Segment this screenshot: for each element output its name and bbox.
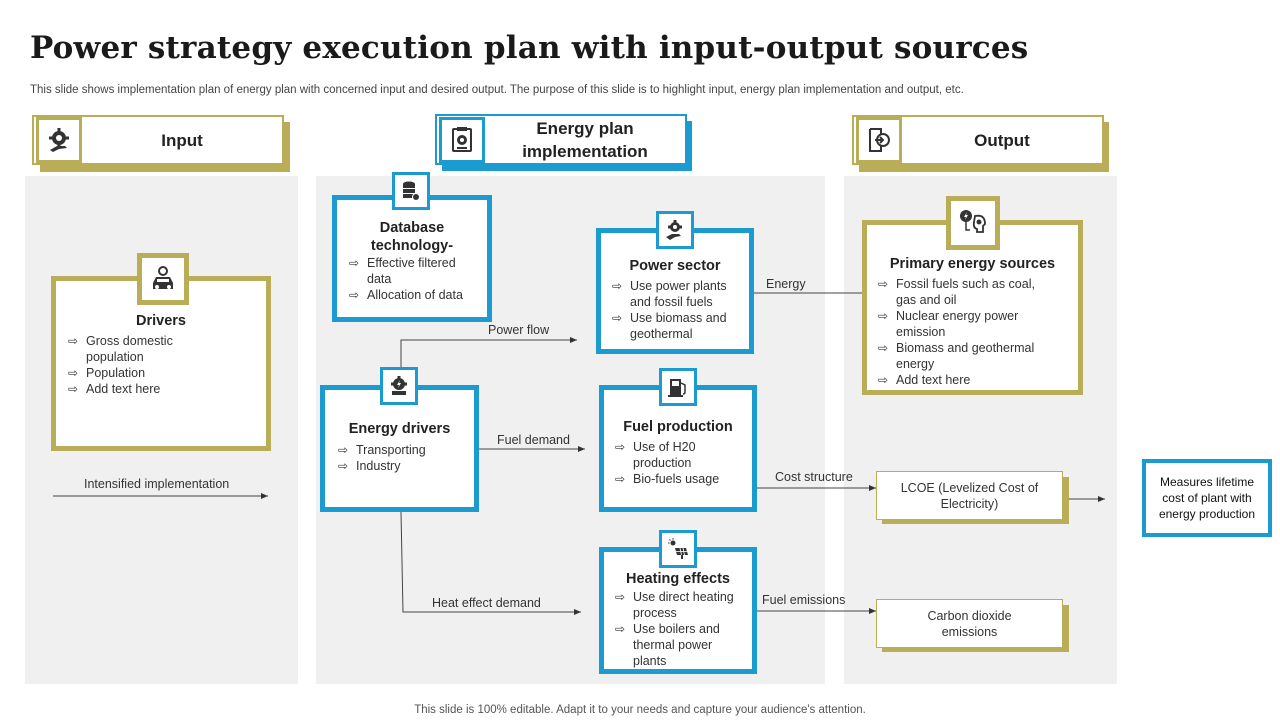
- fuel-pump-icon: [659, 368, 697, 406]
- input-header: Input: [32, 115, 284, 165]
- list-item: Use power plants and fossil fuels: [612, 278, 742, 310]
- fuel-demand-label: Fuel demand: [497, 433, 570, 447]
- list-item: Nuclear energy power emission: [878, 308, 1053, 340]
- energy-drivers-title: Energy drivers: [348, 421, 451, 437]
- document-gear-icon: [439, 116, 485, 163]
- fuel-production-box: Fuel production Use of H20 production Bi…: [599, 385, 757, 512]
- energy-head-icon: [946, 196, 1000, 250]
- list-item: Population: [68, 365, 228, 381]
- drivers-title: Drivers: [136, 313, 186, 329]
- list-item: Gross domestic population: [68, 333, 228, 365]
- implementation-header-label: Energy plan implementation: [522, 118, 648, 161]
- database-icon: [392, 172, 430, 210]
- list-item: Fossil fuels such as coal, gas and oil: [878, 276, 1053, 308]
- energy-label: Energy: [766, 277, 806, 291]
- list-item: Use direct heating process: [615, 589, 735, 621]
- gear-hand-icon: [36, 117, 82, 163]
- lcoe-box: LCOE (Levelized Cost of Electricity): [876, 471, 1063, 520]
- list-item: Industry: [338, 458, 468, 474]
- cost-structure-label: Cost structure: [775, 470, 853, 484]
- database-title: Database technology-: [370, 220, 454, 254]
- list-item: Use of H20 production: [615, 439, 735, 471]
- list-item: Use biomass and geothermal: [612, 310, 742, 342]
- page-title: Power strategy execution plan with input…: [30, 30, 1029, 66]
- car-icon: [137, 253, 189, 305]
- footer-note: This slide is 100% editable. Adapt it to…: [414, 704, 866, 716]
- list-item: Add text here: [878, 372, 1053, 388]
- carbon-box: Carbon dioxide emissions: [876, 599, 1063, 648]
- list-item: Allocation of data: [349, 287, 479, 303]
- solar-panel-icon: [659, 530, 697, 568]
- primary-energy-box: Primary energy sources Fossil fuels such…: [862, 220, 1083, 395]
- primary-energy-title: Primary energy sources: [889, 256, 1056, 272]
- output-header-label: Output: [974, 130, 1030, 150]
- heat-effect-arrow: [400, 511, 581, 615]
- intensified-label: Intensified implementation: [84, 477, 230, 491]
- list-item: Bio-fuels usage: [615, 471, 735, 487]
- heating-effects-box: Heating effects Use direct heating proce…: [599, 547, 757, 674]
- drivers-box: Drivers Gross domestic population Popula…: [51, 276, 271, 451]
- heating-effects-title: Heating effects: [626, 571, 730, 587]
- output-header: Output: [852, 115, 1104, 165]
- exit-door-icon: [856, 117, 902, 163]
- list-item: Biomass and geothermal energy: [878, 340, 1053, 372]
- power-sector-box: Power sector Use power plants and fossil…: [596, 228, 754, 354]
- database-box: Database technology- Effective filtered …: [332, 195, 492, 322]
- list-item: Add text here: [68, 381, 228, 397]
- list-item: Transporting: [338, 442, 468, 458]
- measures-box: Measures lifetime cost of plant with ene…: [1142, 459, 1272, 537]
- heat-effect-demand-label: Heat effect demand: [432, 596, 541, 610]
- fuel-emissions-label: Fuel emissions: [762, 593, 846, 607]
- energy-gear-icon: [380, 367, 418, 405]
- page-subtitle: This slide shows implementation plan of …: [30, 84, 964, 96]
- energy-drivers-box: Energy drivers Transporting Industry: [320, 385, 479, 512]
- implementation-header: Energy plan implementation: [435, 114, 687, 165]
- power-flow-arrow: [400, 337, 577, 367]
- power-flow-label: Power flow: [488, 323, 550, 337]
- list-item: Use boilers and thermal power plants: [615, 621, 735, 669]
- list-item: Effective filtered data: [349, 255, 479, 287]
- power-sector-title: Power sector: [629, 258, 721, 274]
- fuel-production-title: Fuel production: [623, 419, 733, 435]
- input-header-label: Input: [161, 130, 203, 150]
- gear-hand-icon: [656, 211, 694, 249]
